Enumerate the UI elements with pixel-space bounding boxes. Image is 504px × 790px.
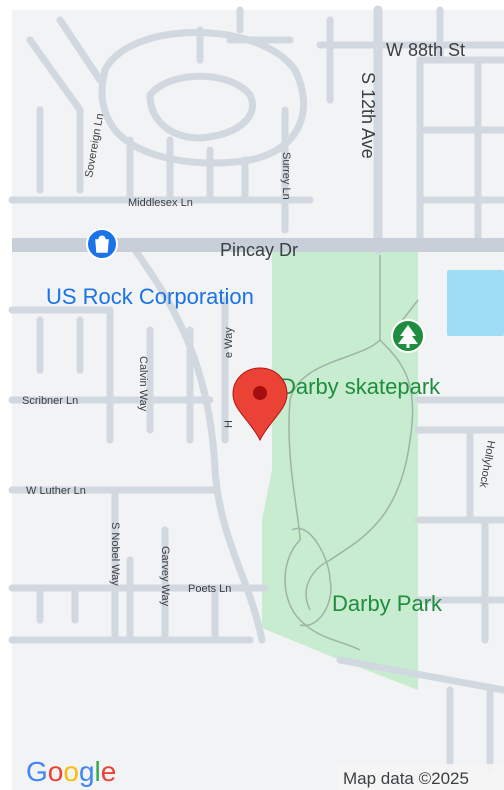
road-network bbox=[8, 5, 504, 774]
street-label-hampshire-end: e Way bbox=[223, 327, 235, 358]
street-label-pincay: Pincay Dr bbox=[220, 240, 298, 260]
street-label-w88th: W 88th St bbox=[386, 40, 465, 60]
place-label-us-rock[interactable]: US Rock Corporation bbox=[46, 284, 254, 309]
google-logo: Google bbox=[26, 756, 116, 787]
pincay-dr-road bbox=[12, 238, 504, 252]
street-label-middlesex: Middlesex Ln bbox=[128, 197, 193, 209]
place-label-skatepark[interactable]: Darby skatepark bbox=[280, 374, 441, 399]
shopping-bag-glyph bbox=[95, 235, 109, 253]
water-area bbox=[447, 270, 504, 336]
place-us-rock[interactable]: US Rock Corporation bbox=[46, 228, 254, 309]
place-skatepark[interactable]: Darby skatepark bbox=[280, 319, 441, 399]
map-pin-icon[interactable] bbox=[232, 367, 288, 442]
street-label-snobel: S Nobel Way bbox=[109, 522, 121, 586]
street-label-s12th: S 12th Ave bbox=[358, 72, 378, 159]
tree-glyph bbox=[398, 325, 418, 344]
street-label-wluther: W Luther Ln bbox=[26, 485, 86, 497]
place-label-darby-park[interactable]: Darby Park bbox=[332, 591, 443, 616]
street-label-scribner: Scribner Ln bbox=[22, 395, 78, 407]
street-label-garvey: Garvey Way bbox=[159, 546, 171, 607]
darby-park-area[interactable] bbox=[262, 250, 418, 690]
street-label-calvin: Calvin Way bbox=[137, 356, 149, 412]
attribution-background bbox=[338, 764, 504, 790]
street-label-poets: Poets Ln bbox=[188, 583, 231, 595]
street-label-hampshire: H bbox=[223, 420, 235, 428]
map-attribution[interactable]: Map data ©2025 bbox=[343, 769, 469, 788]
street-label-surrey: Surrey Ln bbox=[280, 152, 292, 200]
tree-trunk bbox=[406, 344, 410, 348]
